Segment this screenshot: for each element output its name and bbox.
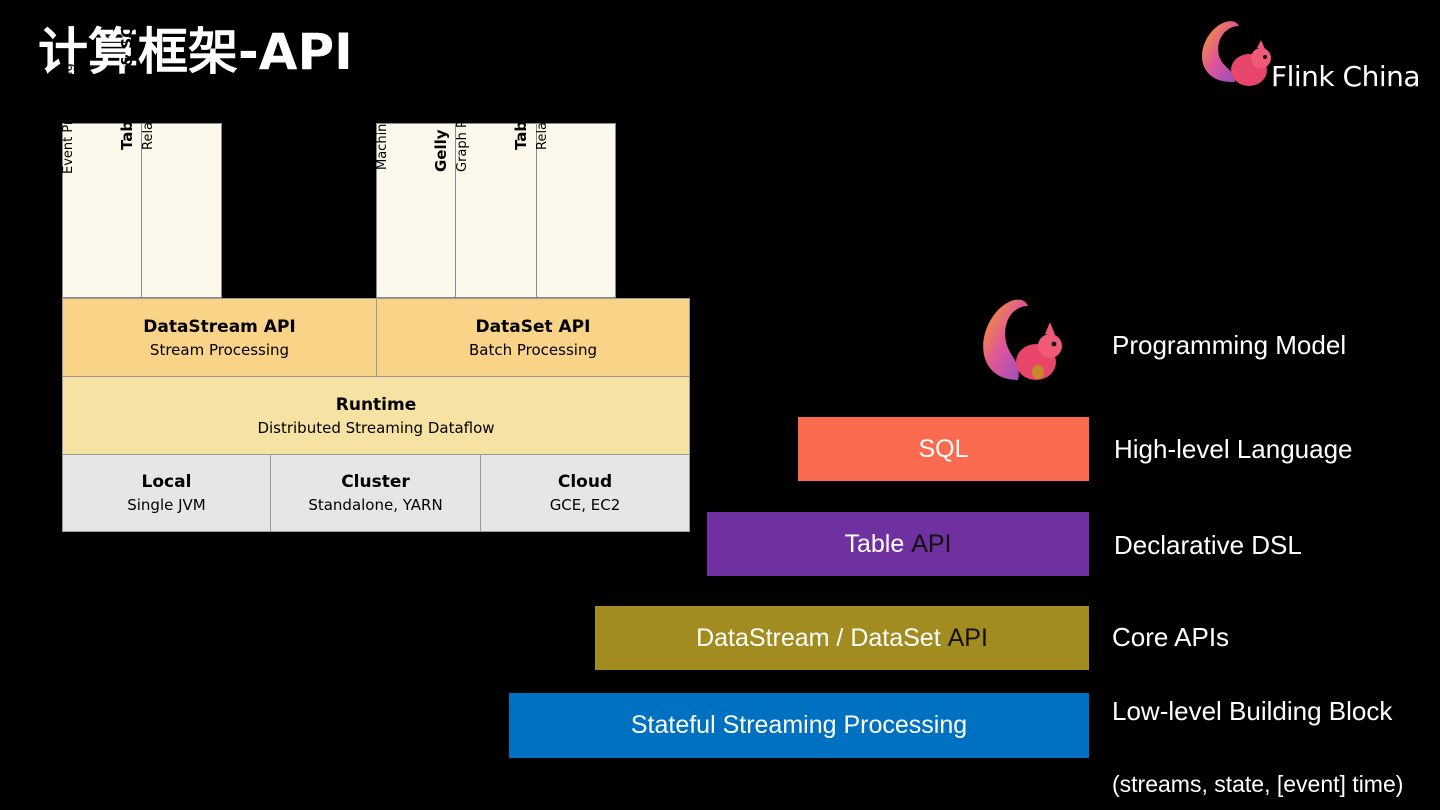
layer-stateful: Stateful Streaming Processing xyxy=(509,693,1089,758)
dataset-api-sub: Batch Processing xyxy=(469,340,597,359)
layer-table-label: Table xyxy=(844,529,912,558)
label-high-level: High-level Language xyxy=(1114,434,1353,464)
squirrel-logo-icon xyxy=(1201,21,1271,86)
layer-table-api: Table API xyxy=(707,512,1089,576)
datastream-api-sub: Stream Processing xyxy=(149,340,290,359)
label-low-level-sub: (streams, state, [event] time) xyxy=(1112,771,1404,797)
lib-table-right: Table API & SQL Relational xyxy=(512,16,616,298)
label-low-level: Low-level Building Block xyxy=(1112,696,1393,726)
lib-table-right-sub: Relational xyxy=(535,85,550,151)
runtime-title: Runtime xyxy=(335,394,417,415)
deploy-cloud-title: Cloud xyxy=(557,472,613,492)
layer-sql-label: SQL xyxy=(918,434,969,463)
flink-china-logo: Flink China xyxy=(1195,12,1435,102)
datastream-api-box: DataStream API Stream Processing xyxy=(62,298,377,377)
label-declarative: Declarative DSL xyxy=(1114,530,1302,560)
deploy-local-sub: Single JVM xyxy=(127,496,206,514)
lib-gelly-sub: Graph Processing xyxy=(455,58,470,172)
layer-core-label: DataStream / DataSet xyxy=(696,623,948,652)
deploy-cluster-title: Cluster xyxy=(341,472,410,492)
lib-gelly-title: Gelly xyxy=(432,129,450,172)
deploy-cloud-sub: GCE, EC2 xyxy=(549,496,621,514)
lib-flinkml-sub: Machine Learning xyxy=(375,55,390,170)
runtime-sub: Distributed Streaming Dataflow xyxy=(257,418,495,437)
datastream-api-title: DataStream API xyxy=(143,316,296,337)
dataset-api-title: DataSet API xyxy=(475,316,591,337)
lib-cep-sub: Event Processing xyxy=(61,63,76,175)
deploy-local-box: Local Single JVM xyxy=(62,454,271,532)
label-programming-model: Programming Model xyxy=(1112,330,1347,360)
label-core-apis: Core APIs xyxy=(1112,622,1230,652)
dataset-api-box: DataSet API Batch Processing xyxy=(376,298,690,377)
lib-cep-title: CEP xyxy=(38,141,56,175)
runtime-box: Runtime Distributed Streaming Dataflow xyxy=(62,376,690,455)
lib-flinkml-title: FlinkML xyxy=(352,104,370,170)
deploy-cluster-sub: Standalone, YARN xyxy=(308,496,443,514)
layer-core-label-api: API xyxy=(947,623,988,652)
lib-table-left-sub: Relational xyxy=(140,85,156,151)
deploy-local-title: Local xyxy=(141,472,192,492)
logo-text: Flink China xyxy=(1271,60,1421,93)
page-title: 计算框架-API xyxy=(38,23,353,81)
layer-stateful-label: Stateful Streaming Processing xyxy=(630,711,968,739)
layer-sql: SQL xyxy=(798,417,1089,481)
layer-table-label-api: API xyxy=(911,529,952,558)
lib-table-right-title: Table API & SQL xyxy=(512,15,530,151)
deploy-cluster-box: Cluster Standalone, YARN xyxy=(270,454,481,532)
layer-core-api: DataStream / DataSet API xyxy=(595,606,1089,670)
lib-table-left-title: Table API & SQL xyxy=(117,15,136,151)
squirrel-mascot-icon xyxy=(983,299,1062,380)
deploy-cloud-box: Cloud GCE, EC2 xyxy=(480,454,690,532)
